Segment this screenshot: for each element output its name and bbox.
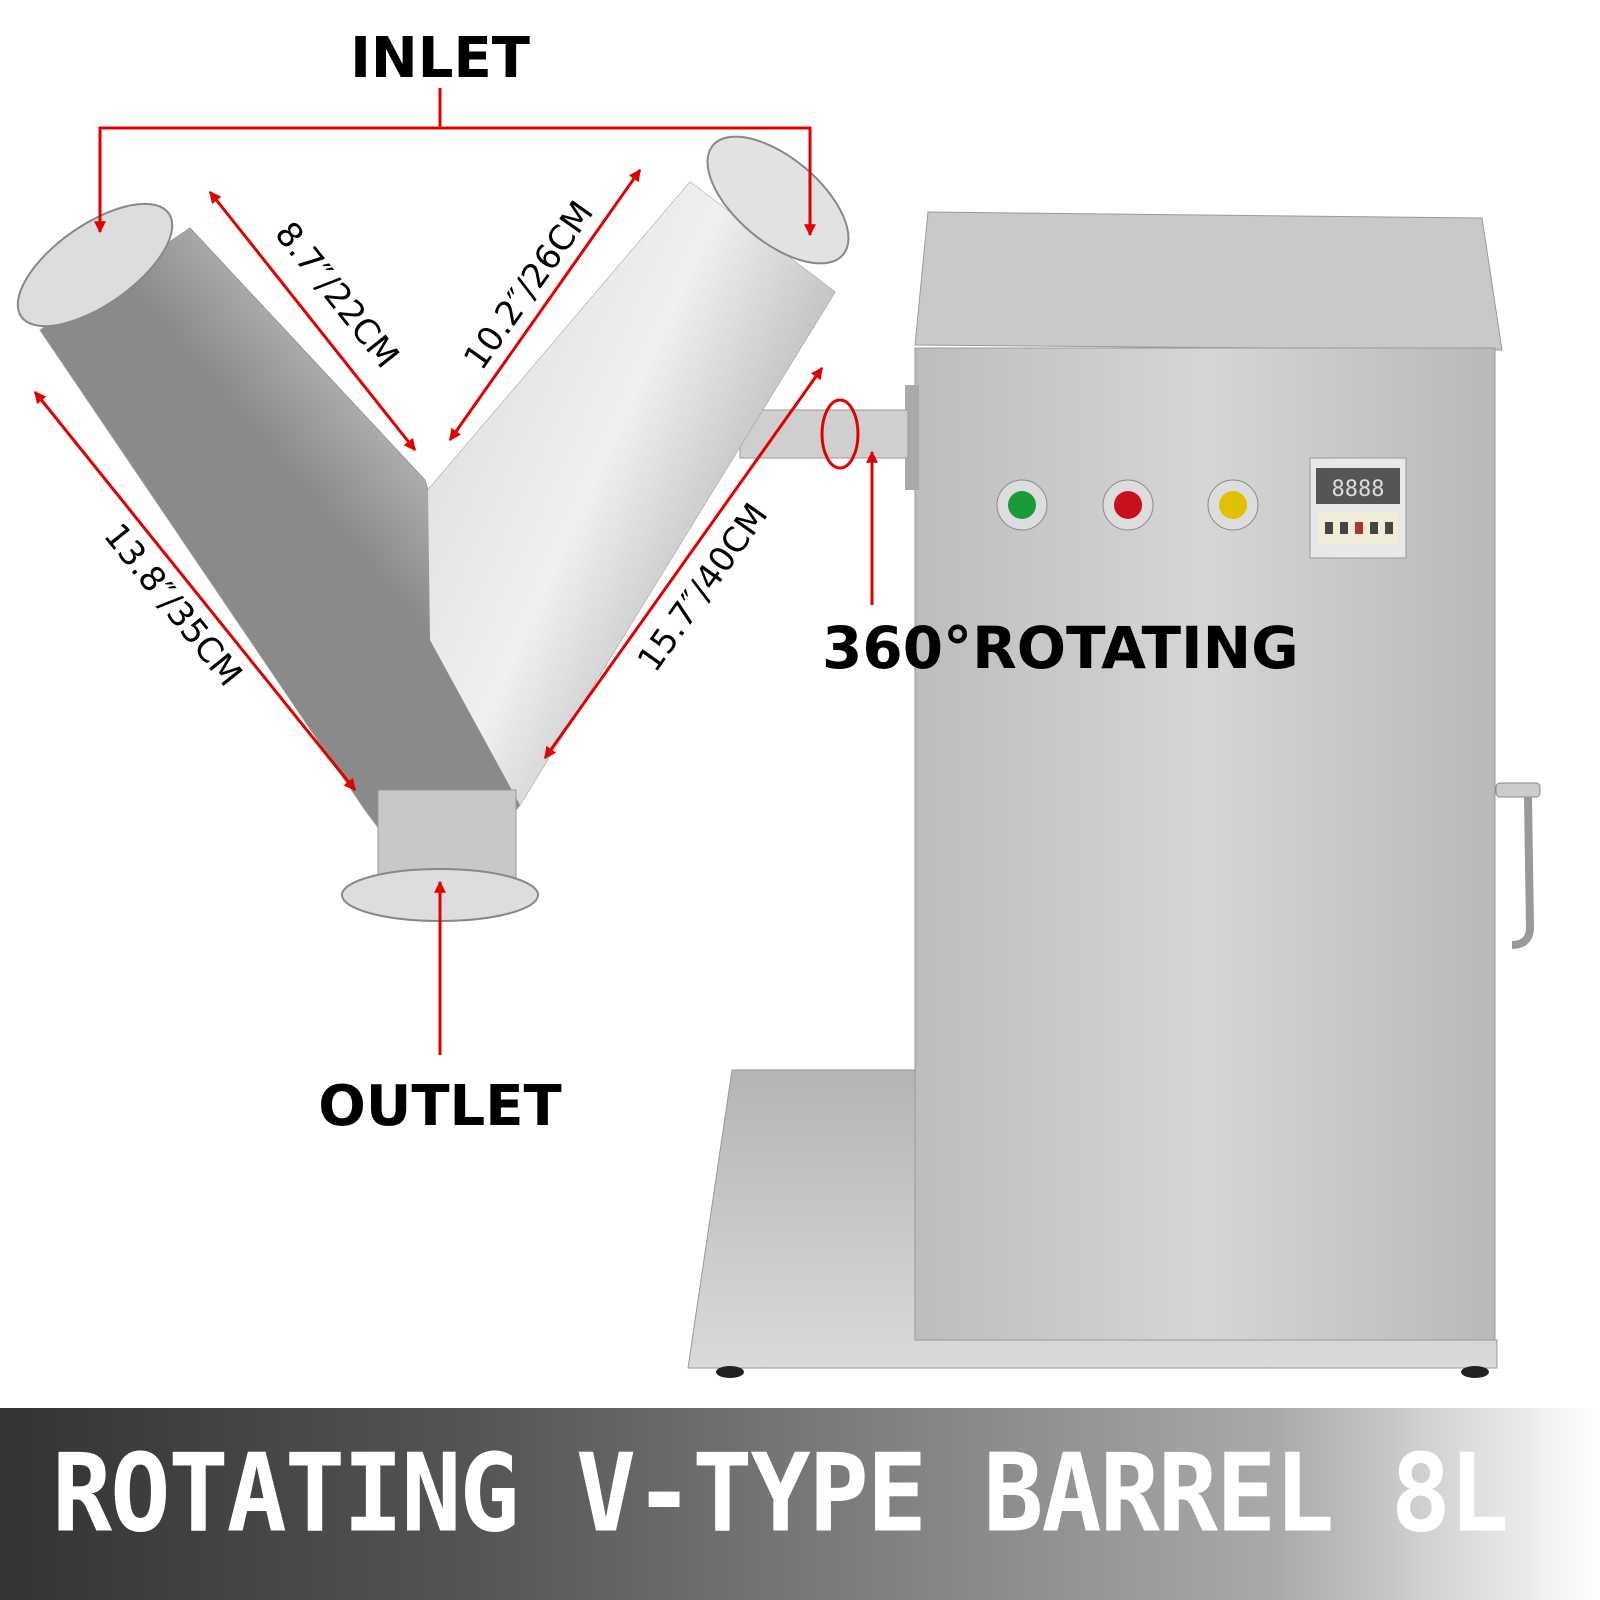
rotation-arrow bbox=[820, 398, 878, 605]
timer-display: 8888 bbox=[1332, 477, 1385, 502]
indicator-light-yellow[interactable] bbox=[1207, 479, 1259, 531]
side-handle[interactable] bbox=[1495, 782, 1541, 949]
dimension-arrow-outer-left bbox=[33, 391, 357, 791]
banner-title: ROTATING V-TYPE BARREL 8L bbox=[52, 1430, 1509, 1557]
indicator-light-red[interactable] bbox=[1102, 479, 1154, 531]
dimension-arrow-outer-right bbox=[543, 367, 824, 759]
foot bbox=[1461, 1366, 1489, 1378]
outlet-label: OUTLET bbox=[318, 1074, 561, 1139]
v-barrel-right-arm bbox=[428, 182, 835, 805]
cabinet-top bbox=[914, 211, 1503, 351]
dimension-arrow-inner-left bbox=[208, 191, 417, 451]
rotating-label: 360°ROTATING bbox=[822, 614, 1299, 682]
inlet-bracket bbox=[94, 88, 816, 237]
digital-timer[interactable]: 8888 bbox=[1309, 457, 1407, 559]
indicator-light-green[interactable] bbox=[996, 479, 1048, 531]
dimension-arrow-inner-right bbox=[448, 169, 642, 441]
title-banner: ROTATING V-TYPE BARREL 8L bbox=[0, 1408, 1600, 1600]
inlet-label: INLET bbox=[350, 26, 530, 91]
foot bbox=[716, 1366, 744, 1378]
